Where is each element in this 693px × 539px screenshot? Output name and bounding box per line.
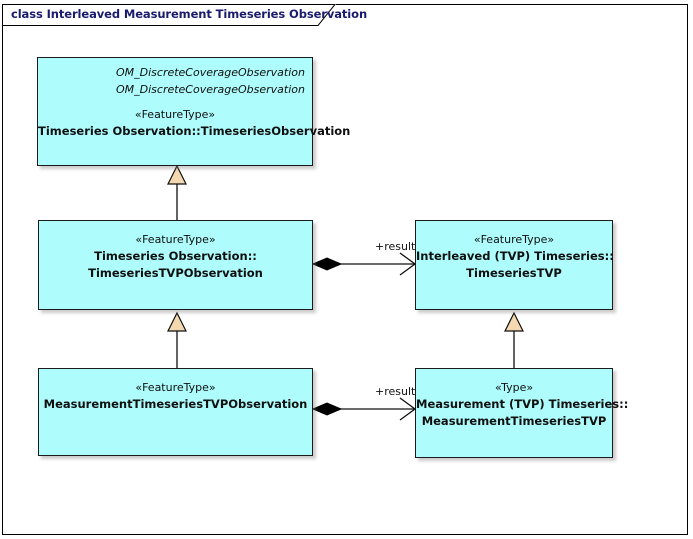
- class-name-label-line-2: TimeseriesTVP: [466, 266, 562, 280]
- association-label-result-lower: +result: [375, 385, 416, 398]
- diagram-title-tab: class Interleaved Measurement Timeseries…: [2, 4, 367, 26]
- diagram-title-label: class Interleaved Measurement Timeseries…: [11, 7, 368, 21]
- class-name-label-line-1: MeasurementTimeseriesTVPObservation: [43, 397, 308, 411]
- class-stereotype: «FeatureType»: [134, 108, 216, 121]
- title-tab-shape: [2, 4, 336, 26]
- class-box-measurement-timeseries-tvp[interactable]: «Type» Measurement (TVP) Timeseries:: Me…: [415, 368, 629, 458]
- class-name-label-line-2: TimeseriesTVPObservation: [88, 266, 263, 280]
- class-stereotype: «FeatureType»: [135, 381, 216, 394]
- class-stereotype: «FeatureType»: [135, 233, 216, 246]
- class-name-label-line-1: Timeseries Observation::: [94, 249, 257, 263]
- class-box-timeseries-tvp[interactable]: «FeatureType» Interleaved (TVP) Timeseri…: [415, 220, 614, 310]
- class-box-timeseries-tvp-observation[interactable]: «FeatureType» Timeseries Observation:: T…: [38, 220, 313, 310]
- class-parent-line-1: OM_DiscreteCoverageObservation: [115, 66, 305, 79]
- class-box-measurement-timeseries-tvp-observation[interactable]: «FeatureType» MeasurementTimeseriesTVPOb…: [38, 368, 313, 456]
- class-stereotype: «Type»: [494, 381, 534, 394]
- class-name-label-line-2: MeasurementTimeseriesTVP: [421, 414, 607, 428]
- class-box-timeseries-observation[interactable]: OM_DiscreteCoverageObservation OM_Discre…: [37, 57, 351, 166]
- association-label-result-upper: +result: [375, 240, 416, 253]
- class-spacer: [38, 98, 312, 107]
- class-stereotype: «FeatureType»: [473, 233, 555, 246]
- class-parent-line-2: OM_DiscreteCoverageObservation: [115, 83, 305, 96]
- class-name-label-line-1: Interleaved (TVP) Timeseries::: [416, 249, 614, 263]
- class-name-label: Timeseries Observation::TimeseriesObserv…: [38, 124, 351, 138]
- class-name-label-line-1: Measurement (TVP) Timeseries::: [416, 397, 629, 411]
